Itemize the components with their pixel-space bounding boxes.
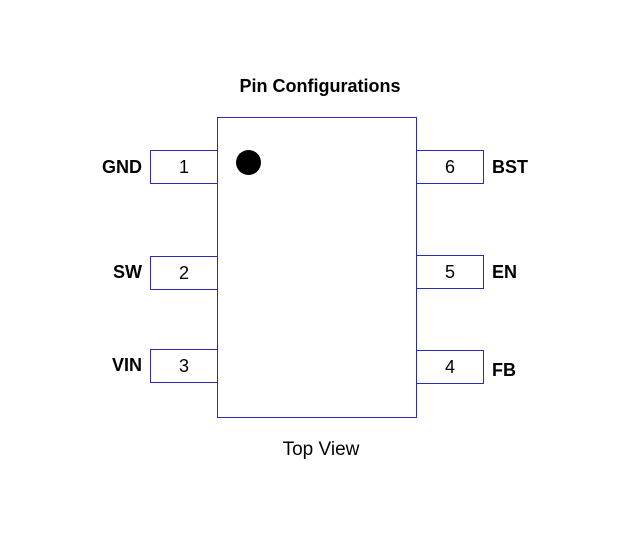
pin6-box: 6	[417, 150, 484, 184]
pin1-number: 1	[178, 156, 189, 177]
pin1-name: GND	[102, 157, 142, 177]
pin4-box: 4	[417, 350, 484, 384]
pin5-number: 5	[444, 261, 455, 282]
pin3-number: 3	[178, 355, 189, 376]
pin2-box: 2	[150, 256, 217, 290]
pin5-box: 5	[417, 255, 484, 289]
pin6-name: BST	[492, 157, 528, 177]
pin1-marker-dot	[236, 150, 261, 175]
view-caption: Top View	[282, 439, 360, 460]
pin3-name: VIN	[111, 355, 142, 375]
pin2-number: 2	[178, 262, 189, 283]
pin2-name: SW	[113, 262, 142, 282]
pin6-number: 6	[444, 156, 455, 177]
pin3-box: 3	[150, 349, 217, 383]
diagram-title: Pin Configurations	[239, 76, 401, 96]
pin4-name: FB	[492, 360, 516, 380]
pin1-box: 1	[150, 150, 217, 184]
pin4-number: 4	[444, 356, 455, 377]
pin5-name: EN	[492, 262, 518, 282]
